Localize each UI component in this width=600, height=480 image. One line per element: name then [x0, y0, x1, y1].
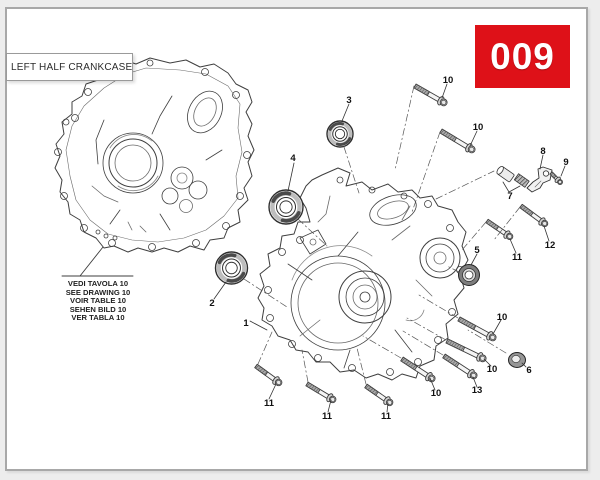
callout-4: 4	[290, 153, 296, 164]
callout-leader	[483, 358, 492, 367]
note-line: SEHEN BILD 10	[69, 304, 127, 314]
callout-leader	[469, 130, 478, 147]
drawing-title: LEFT HALF CRANKCASE	[11, 61, 133, 73]
callout-12: 12	[545, 240, 556, 251]
callout-leader	[508, 185, 521, 193]
bolt-11	[254, 363, 283, 387]
callout-3: 3	[346, 95, 351, 106]
alignment-line	[493, 206, 521, 241]
callout-10: 10	[487, 364, 498, 375]
callout-9: 9	[563, 157, 568, 168]
callout-leader	[560, 165, 566, 177]
callout-1: 1	[243, 318, 249, 329]
callout-leader	[472, 376, 478, 388]
callout-10: 10	[431, 388, 442, 399]
alignment-line	[461, 221, 487, 251]
alignment-line	[402, 330, 444, 356]
bearing-4	[268, 189, 304, 225]
bracket-8	[526, 166, 553, 193]
bolt-12	[519, 203, 549, 228]
callout-10: 10	[497, 312, 508, 323]
callout-11: 11	[264, 398, 275, 409]
callout-leader	[509, 238, 517, 254]
callout-leader	[429, 377, 436, 391]
screw-9	[549, 171, 563, 185]
alignment-line	[343, 146, 360, 194]
callout-5: 5	[474, 245, 480, 256]
alignment-line	[301, 349, 309, 383]
bolt-10	[413, 83, 448, 107]
alignment-line	[297, 218, 328, 247]
callout-leader	[543, 225, 550, 242]
page-number: 009	[490, 35, 555, 77]
note-line: VEDI TAVOLA 10	[67, 279, 129, 288]
callout-leader	[213, 281, 227, 300]
callout-8: 8	[540, 146, 545, 157]
bolt-10	[400, 356, 436, 383]
note-line: VOIR TABLE 10	[70, 296, 126, 306]
bearing-3	[326, 120, 354, 148]
callout-leader	[341, 103, 350, 122]
bolt-11	[305, 381, 337, 404]
bolt-10	[439, 128, 476, 154]
left-crankcase-drawing	[54, 57, 255, 253]
alignment-line	[356, 347, 367, 385]
seal-5	[458, 264, 480, 286]
callout-leader	[386, 402, 389, 413]
callout-10: 10	[443, 75, 454, 86]
bearing-2	[214, 251, 249, 285]
bolt-10	[445, 338, 487, 363]
drawing-title-box: LEFT HALF CRANKCASE	[6, 53, 133, 81]
alignment-line	[362, 335, 402, 359]
callout-leader	[470, 253, 478, 266]
callout-6: 6	[526, 365, 531, 376]
callout-leader	[268, 383, 277, 400]
bolt-11	[364, 383, 394, 407]
callout-leader	[539, 154, 544, 170]
alignment-line	[243, 278, 288, 308]
alignment-line	[257, 331, 273, 365]
reference-note: VEDI TAVOLA 10 SEE DRAWING 10 VOIR TABLE…	[39, 279, 157, 323]
bolt-10	[457, 316, 497, 342]
callout-leader	[287, 162, 295, 192]
callout-11: 11	[322, 411, 333, 422]
note-line: SEE DRAWING 10	[65, 287, 131, 297]
callout-leader	[502, 181, 510, 193]
right-crankcase-drawing	[257, 167, 469, 381]
alignment-line	[435, 170, 495, 200]
callout-leader	[249, 320, 268, 331]
dowel-and-spring-7	[496, 165, 530, 188]
note-line: VER TABLA 10	[71, 313, 125, 323]
callout-13: 13	[472, 385, 483, 396]
callout-7: 7	[507, 191, 512, 202]
callout-leader	[327, 399, 332, 413]
alignment-line	[394, 85, 415, 171]
callout-11: 11	[512, 252, 523, 263]
callout-leader	[492, 319, 502, 335]
bolt-11	[485, 218, 514, 241]
left-case-bolt-holes	[54, 59, 251, 251]
callout-10: 10	[473, 122, 484, 133]
callout-11: 11	[381, 411, 392, 422]
note-leader	[61, 246, 134, 277]
alignment-line	[446, 265, 460, 273]
bolt-13	[442, 353, 478, 380]
callout-leader	[441, 83, 448, 99]
callout-2: 2	[209, 298, 214, 309]
page-number-badge: 009	[475, 25, 570, 88]
washer-6	[508, 352, 526, 368]
callout-leader	[521, 362, 527, 368]
